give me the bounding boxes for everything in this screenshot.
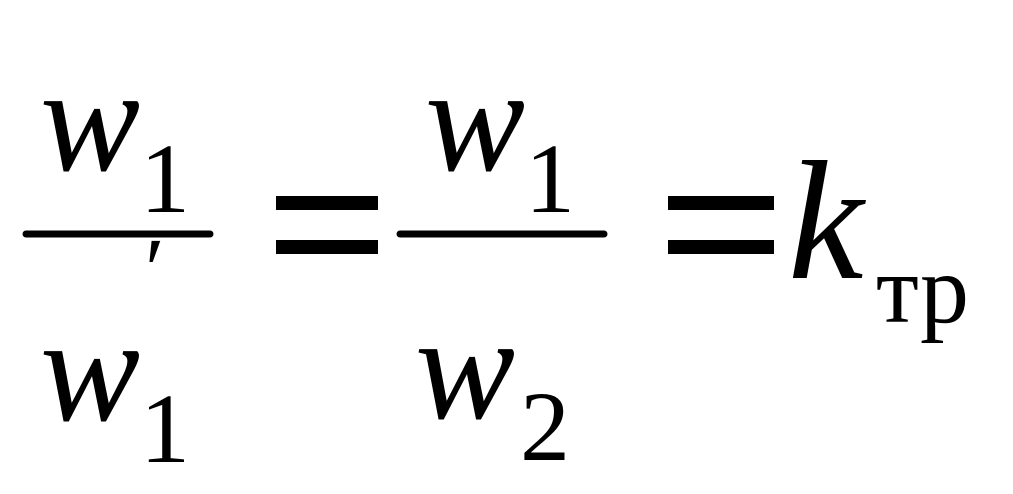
fraction-left: w 1 ′ w 1	[22, 37, 214, 484]
fraction-left-denominator-variable: w	[40, 287, 140, 453]
fraction-right-denominator-subscript: 2	[520, 371, 570, 482]
transformation-ratio-subscript: тр	[876, 236, 969, 344]
fraction-right-numerator-variable: w	[425, 37, 525, 203]
transformation-ratio: k тр	[788, 127, 969, 344]
equals-sign-2	[668, 196, 774, 254]
fraction-left-denominator-subscript: 1	[140, 373, 190, 484]
fraction-left-denominator-prime: ′	[145, 221, 165, 320]
fraction-left-numerator-variable: w	[40, 37, 140, 203]
equals-sign-1	[276, 196, 378, 254]
fraction-right-numerator-subscript: 1	[525, 123, 575, 234]
fraction-left-numerator-subscript: 1	[140, 123, 190, 234]
fraction-right: w 1 w 2	[396, 37, 608, 482]
fraction-right-denominator-variable: w	[415, 285, 515, 451]
transformation-ratio-variable: k	[788, 127, 866, 315]
